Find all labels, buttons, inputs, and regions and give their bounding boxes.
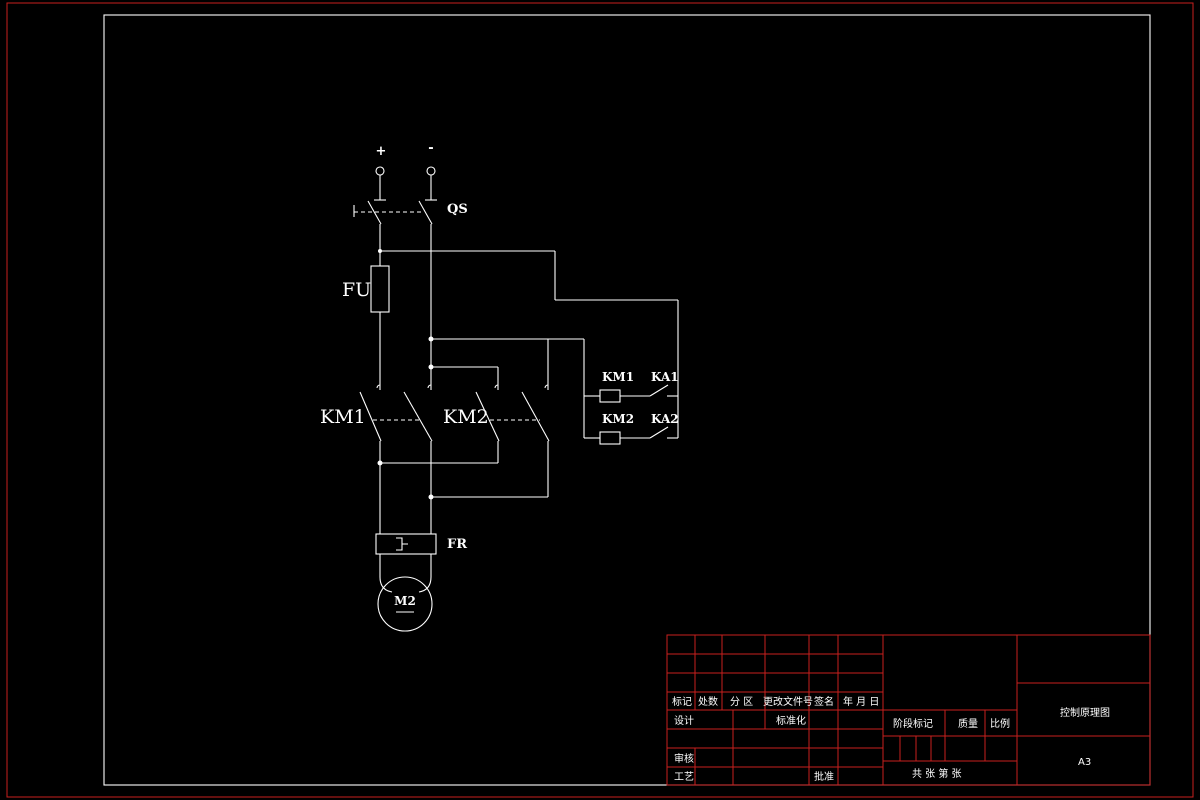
contact-ka1-label: KA1 xyxy=(651,370,679,384)
fu-label: FU xyxy=(342,279,371,301)
tb-signature: 签名 xyxy=(814,695,834,708)
tb-design: 设计 xyxy=(674,714,694,727)
tb-mark: 标记 xyxy=(672,696,692,708)
qs-label: QS xyxy=(447,202,468,217)
tb-sheets: 共 张 第 张 xyxy=(912,767,962,780)
outer-frame xyxy=(6,2,1194,798)
terminal-plus xyxy=(375,166,385,176)
coil-km2 xyxy=(599,431,621,445)
km1-label: KM1 xyxy=(320,406,366,428)
tb-standardize: 标准化 xyxy=(776,714,806,727)
motor-m2: M2 xyxy=(377,576,433,632)
tb-review: 审核 xyxy=(674,752,694,765)
km2-contacts: KM2 xyxy=(443,384,550,442)
drawing-title: 控制原理图 xyxy=(1060,706,1110,719)
motor-label: M2 xyxy=(394,594,416,608)
tb-stage-mark: 阶段标记 xyxy=(893,717,933,730)
circuit-diagram: + - QS FU xyxy=(320,141,679,632)
fr-label: FR xyxy=(447,537,467,552)
contact-ka2-label: KA2 xyxy=(651,412,679,426)
km1-contacts: KM1 xyxy=(320,384,433,442)
title-block: 标记 处数 分 区 更改文件号 签名 年 月 日 设计 标准化 审核 工艺 批准… xyxy=(666,634,1151,786)
terminal-minus xyxy=(426,166,436,176)
coil-km1 xyxy=(599,389,621,403)
qs-switch: QS xyxy=(353,199,468,225)
tb-scale: 比例 xyxy=(990,717,1010,730)
km2-label: KM2 xyxy=(443,406,489,428)
coil-km2-label: KM2 xyxy=(602,412,634,426)
terminal-plus-label: + xyxy=(376,144,387,159)
tb-count: 处数 xyxy=(698,695,718,708)
fuse-fu: FU xyxy=(342,265,390,313)
coil-km1-label: KM1 xyxy=(602,370,634,384)
sheet-size: A3 xyxy=(1078,757,1091,768)
control-circuit: KM1 KA1 KM2 KA2 xyxy=(584,370,679,445)
tb-zone: 分 区 xyxy=(730,696,753,708)
terminal-minus-label: - xyxy=(428,141,433,156)
tb-weight: 质量 xyxy=(958,718,978,730)
tb-change-doc: 更改文件号 xyxy=(763,695,813,708)
thermal-relay-fr: FR xyxy=(375,533,467,555)
tb-approve: 批准 xyxy=(814,770,834,783)
tb-date: 年 月 日 xyxy=(843,695,879,708)
tb-process: 工艺 xyxy=(674,771,694,783)
inner-frame xyxy=(103,14,1151,786)
